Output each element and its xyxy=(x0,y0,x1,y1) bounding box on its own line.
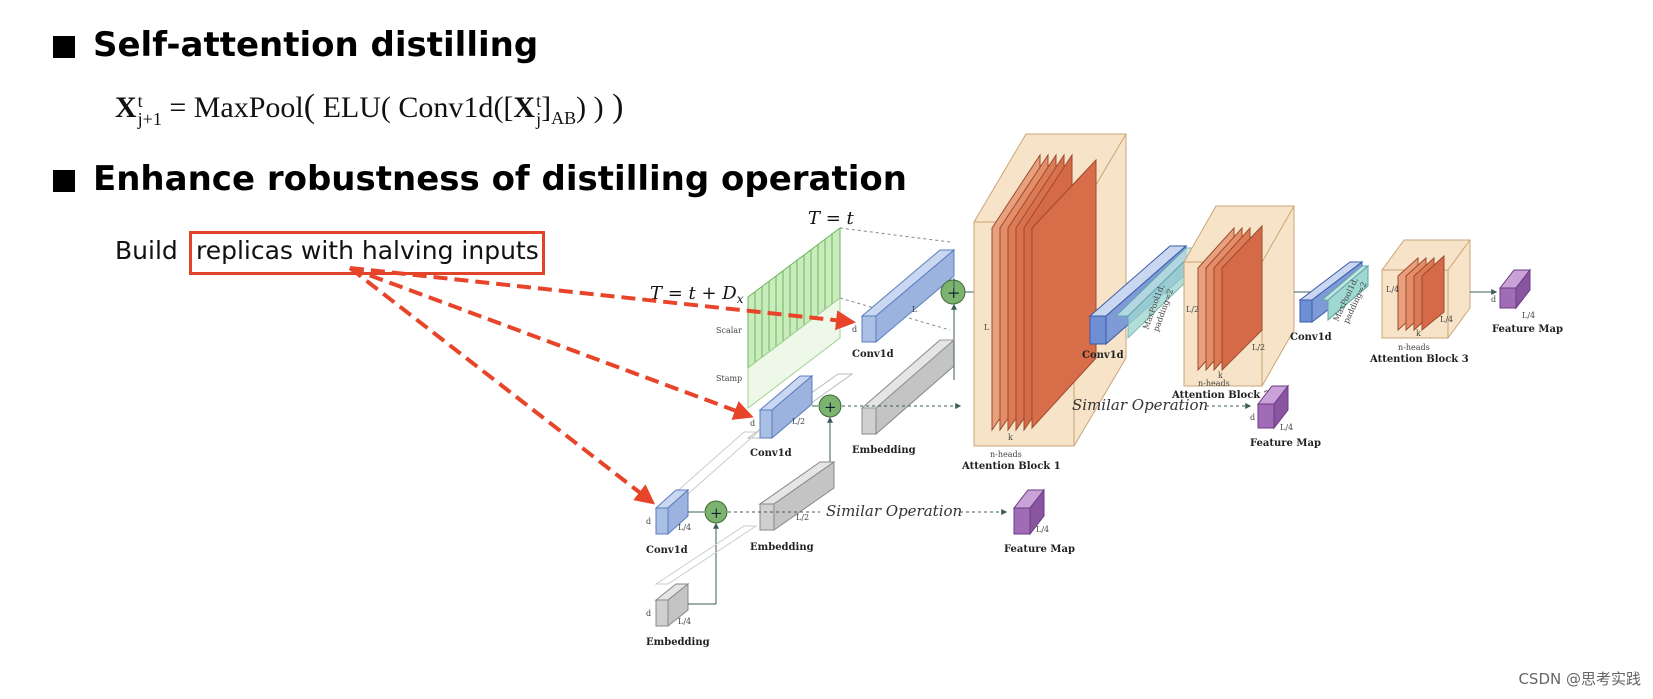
feature-map-bottom xyxy=(1012,488,1046,536)
formula-lhs-sup: t xyxy=(137,91,143,112)
attention-block-1-label: Attention Block 1 xyxy=(961,461,1061,472)
conv1d-top-L: L xyxy=(912,305,918,314)
ab2-L2: L/2 xyxy=(1186,305,1199,314)
watermark: CSDN @思考实践 xyxy=(1518,670,1641,688)
conv1d-mid-label: Conv1d xyxy=(1082,350,1124,361)
ab1-k: k xyxy=(1008,433,1013,442)
formula-elu: ELU xyxy=(322,91,381,124)
similar-operation-middle: Similar Operation xyxy=(1072,396,1208,414)
replicas-highlight-text: replicas with halving inputs xyxy=(196,236,539,265)
emb-mid-L2: L/2 xyxy=(796,513,809,522)
formula-conv1d: Conv1d xyxy=(398,91,494,124)
conv1d-middle-label: Conv1d xyxy=(750,448,792,459)
emb-bot-d: d xyxy=(646,609,651,618)
ab2-nheads: n-heads xyxy=(1198,379,1230,388)
conv1d-bottom-label: Conv1d xyxy=(646,545,688,556)
feature-map-middle-label: Feature Map xyxy=(1250,438,1321,449)
distilling-formula: X t j+1 = MaxPool( ELU( Conv1d([X t j ]A… xyxy=(115,88,624,130)
ab1-nheads: n-heads xyxy=(990,450,1022,459)
formula-lhs-sub: j+1 xyxy=(137,109,162,130)
t-plus-dx-label: T = t + Dx xyxy=(650,283,744,306)
embedding-bottom-label: Embedding xyxy=(646,637,710,648)
feature-map-bottom-label: Feature Map xyxy=(1004,544,1075,555)
svg-text:+: + xyxy=(710,504,723,522)
red-dashed-arrows xyxy=(348,266,856,505)
ab3-k: k xyxy=(1416,329,1421,338)
fm-bot-L4: L/4 xyxy=(1036,525,1049,534)
conv1d-bot-d: d xyxy=(646,517,651,526)
attention-block-2 xyxy=(1183,205,1295,387)
bullet-square-1 xyxy=(53,36,75,58)
conv1d-maxpool-1 xyxy=(1088,244,1200,346)
similar-operation-bottom: Similar Operation xyxy=(826,502,962,520)
build-prefix-text: Build xyxy=(115,236,178,265)
attention-block-1 xyxy=(973,133,1127,447)
ab3-L4: L/4 xyxy=(1386,285,1399,294)
formula-rhs-sub: j xyxy=(536,109,542,130)
bullet-square-2 xyxy=(53,170,75,192)
fm-top-d: d xyxy=(1491,295,1496,304)
fm-mid-L4: L/4 xyxy=(1280,423,1293,432)
highlight-box xyxy=(189,231,545,275)
scalar-label: Scalar xyxy=(716,326,742,335)
fm-top-L4: L/4 xyxy=(1522,311,1535,320)
heading-self-attention-distilling: Self-attention distilling xyxy=(93,25,539,65)
conv1d-top-d: d xyxy=(852,325,857,334)
heading-enhance-robustness: Enhance robustness of distilling operati… xyxy=(93,159,907,199)
formula-maxpool: MaxPool xyxy=(193,91,304,124)
embedding-block-middle xyxy=(860,339,956,409)
ab2-L2-b: L/2 xyxy=(1252,343,1265,352)
feature-map-top xyxy=(1498,268,1532,310)
t-equals-t-label: T = t xyxy=(808,208,855,229)
emb-bot-L4: L/4 xyxy=(678,617,691,626)
conv1d-block-middle xyxy=(758,374,814,440)
embedding-top-label: Embedding xyxy=(852,445,916,456)
ab3-L4-b: L/4 xyxy=(1440,315,1453,324)
formula-eq: = xyxy=(169,91,187,124)
attention-block-2-label: Attention Block 2 xyxy=(1171,390,1271,401)
embedding-block-bottom xyxy=(654,582,690,628)
svg-text:+: + xyxy=(824,398,837,416)
attention-block-3-label: Attention Block 3 xyxy=(1369,354,1469,365)
ab1-L: L xyxy=(984,323,990,332)
conv1d-3-label: Conv1d xyxy=(1290,332,1332,343)
conv1d-maxpool-2 xyxy=(1298,260,1370,324)
svg-text:+: + xyxy=(947,283,960,302)
conv1d-block-top xyxy=(860,248,956,344)
formula-rhs-tail-sub: AB xyxy=(551,108,577,128)
input-stamp-stack xyxy=(747,296,841,410)
conv1d-block-bottom xyxy=(654,488,690,536)
attention-block-3 xyxy=(1381,239,1471,339)
fm-mid-d: d xyxy=(1250,413,1255,422)
formula-rhs-var: X xyxy=(513,91,536,124)
feature-map-middle xyxy=(1256,384,1290,430)
conv1d-mid-L2: L/2 xyxy=(792,417,805,426)
ab3-nheads: n-heads xyxy=(1398,343,1430,352)
conv1d-mid-d: d xyxy=(750,419,755,428)
ab2-k: k xyxy=(1218,371,1223,380)
formula-lhs-var: X xyxy=(115,91,137,124)
conv1d-bot-L4: L/4 xyxy=(678,523,691,532)
embedding-middle-label: Embedding xyxy=(750,542,814,553)
conv1d-top-label: Conv1d xyxy=(852,349,894,360)
formula-rhs-sup: t xyxy=(536,91,542,112)
stamp-label: Stamp xyxy=(716,374,742,383)
feature-map-top-label: Feature Map xyxy=(1492,324,1563,335)
